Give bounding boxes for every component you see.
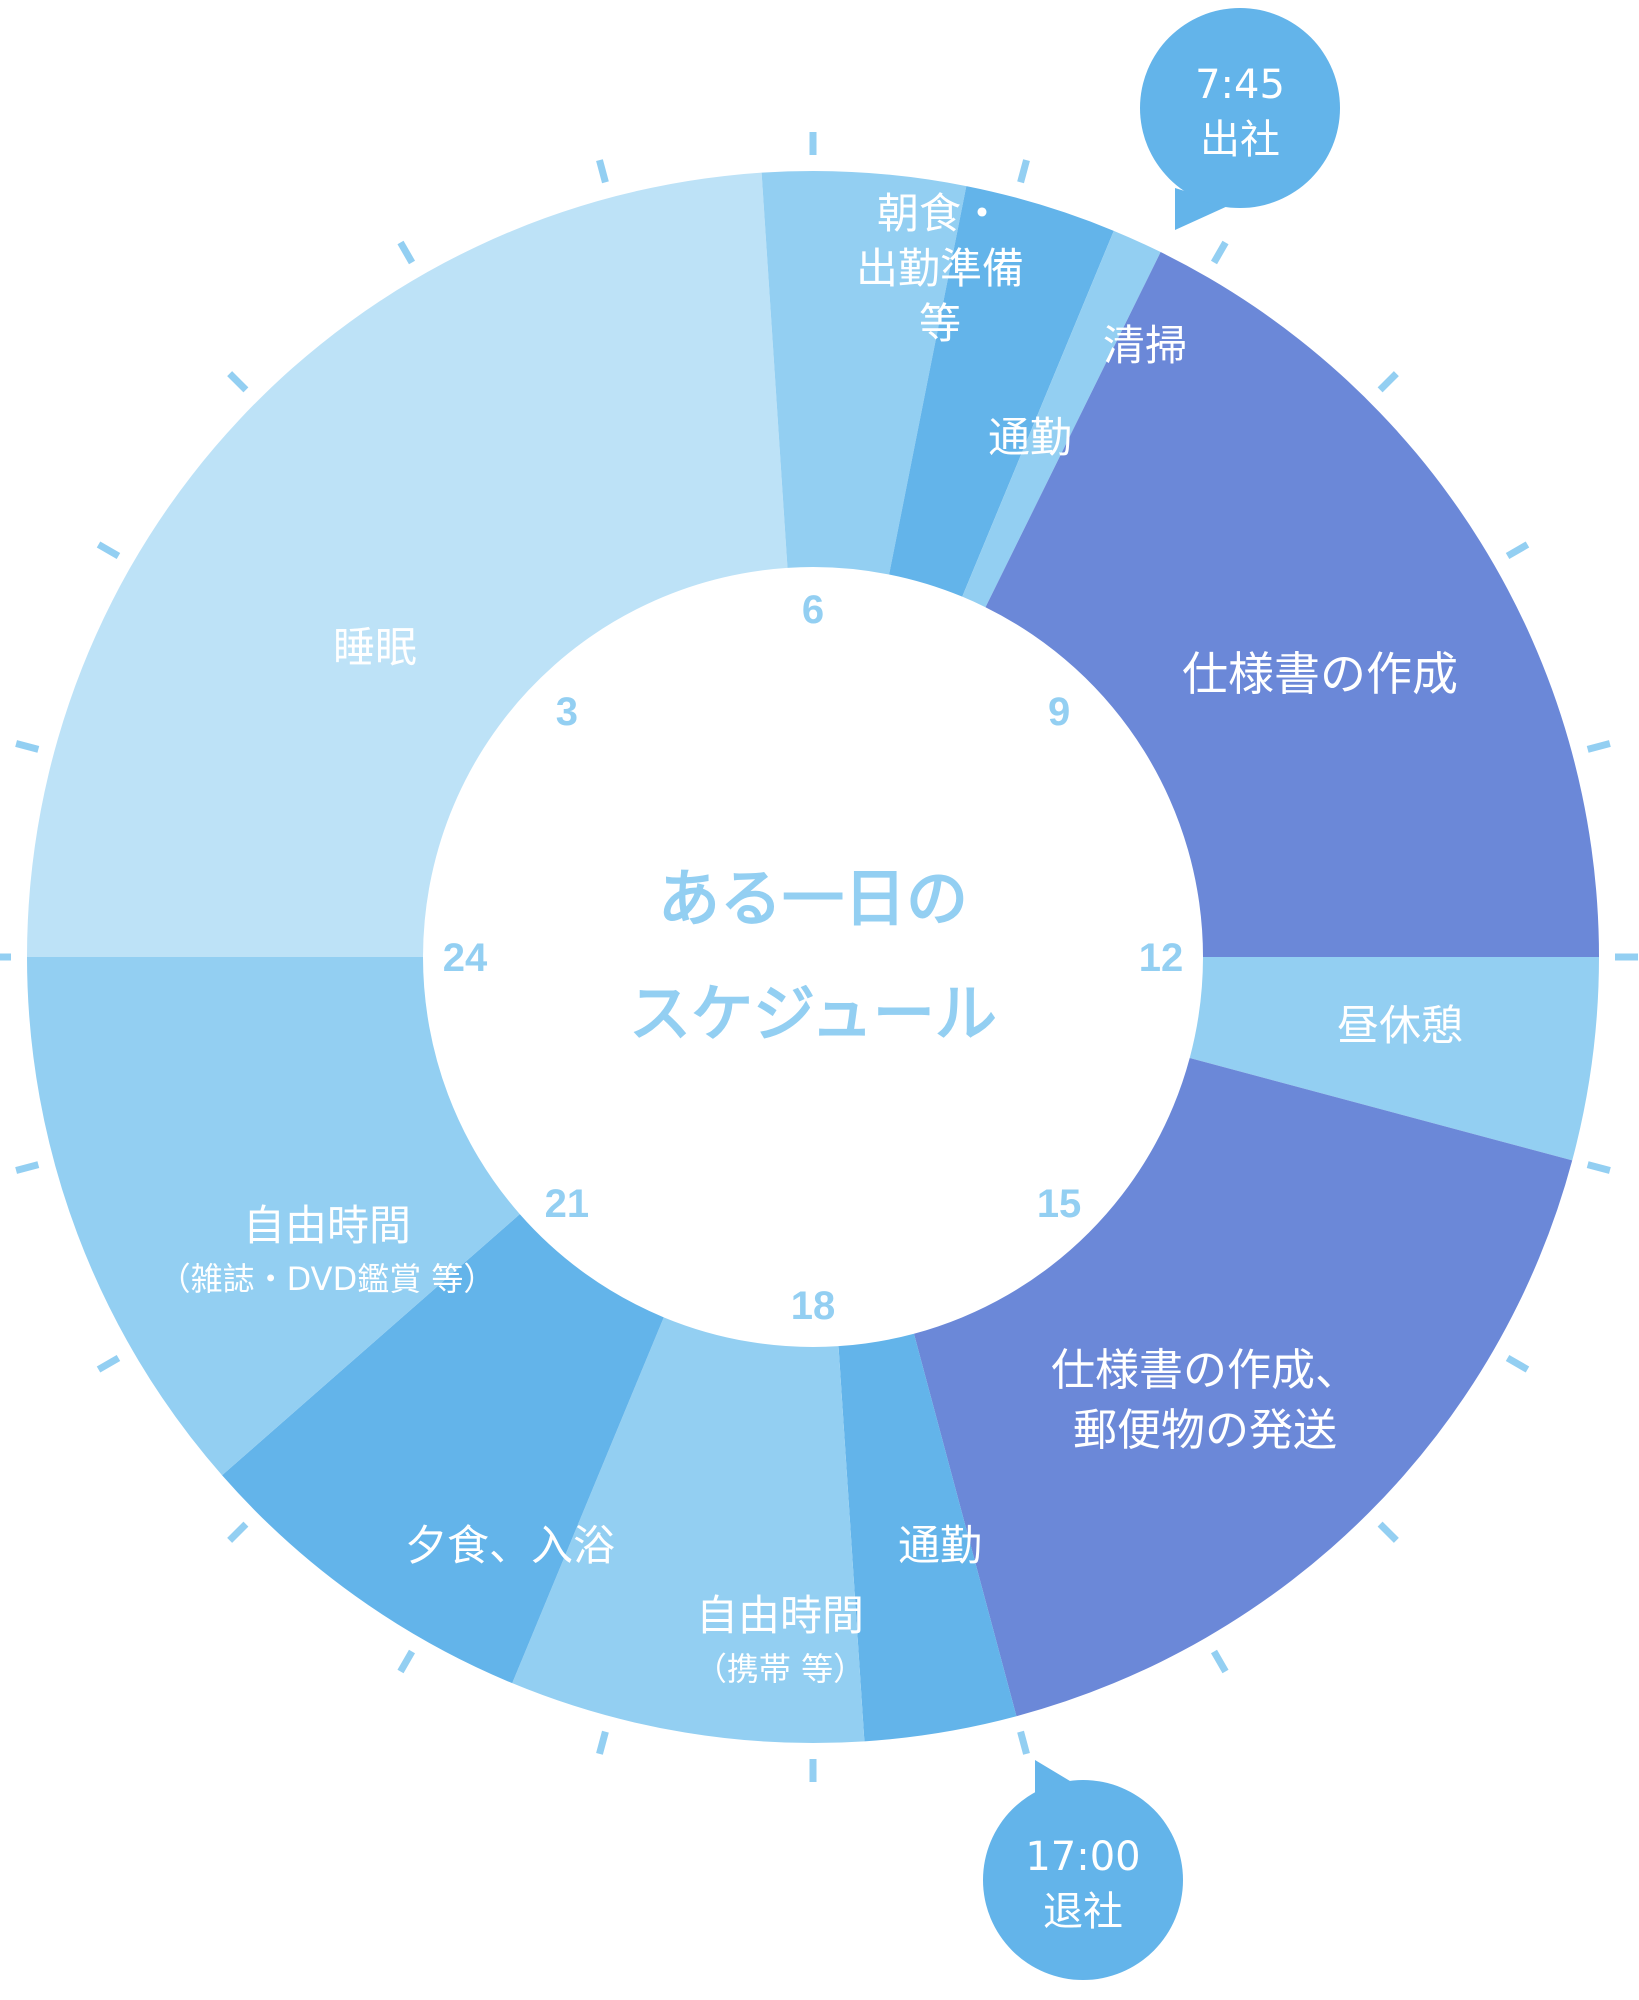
segment-spec-writing-mail — [913, 1057, 1573, 1717]
callout-time: 17:00 — [1025, 1834, 1140, 1880]
callout-bubble — [1140, 8, 1340, 208]
segment-label-free-time-phone: 自由時間 — [696, 1591, 864, 1640]
hour-tick — [227, 371, 249, 393]
center-title-line-2: スケジュール — [629, 977, 997, 1050]
segment-label-breakfast: 朝食・ — [877, 189, 1003, 238]
segment-dinner-bath — [222, 1214, 664, 1684]
callout-label: 出社 — [1200, 117, 1280, 163]
hour-tick — [1210, 240, 1229, 265]
hour-tick — [1210, 1649, 1229, 1674]
hour-label-6: 6 — [802, 588, 824, 632]
hour-label-15: 15 — [1037, 1182, 1082, 1226]
segment-commute-morning — [889, 186, 1114, 597]
hour-tick — [596, 159, 609, 184]
callout-time: 7:45 — [1195, 62, 1285, 108]
hour-tick — [1017, 1730, 1030, 1755]
hour-label-21: 21 — [545, 1182, 590, 1226]
segment-label-dinner-bath: 夕食、入浴 — [405, 1521, 615, 1570]
segment-labels-layer: 睡眠朝食・出勤準備等通勤清掃仕様書の作成昼休憩仕様書の作成、郵便物の発送通勤自由… — [159, 189, 1463, 1688]
segment-free-time-phone — [512, 1317, 865, 1743]
segment-lunch-break — [1189, 957, 1599, 1161]
segment-label-commute-evening: 通勤 — [898, 1521, 982, 1570]
callout-tail — [1175, 188, 1230, 230]
ticks-layer — [0, 132, 1638, 1782]
segment-label-cleaning: 清掃 — [1103, 321, 1187, 370]
hour-label-18: 18 — [791, 1284, 836, 1328]
hour-tick — [1505, 1354, 1530, 1373]
segment-label-sleep: 睡眠 — [333, 623, 417, 672]
hour-tick — [1377, 371, 1399, 393]
hour-tick — [96, 1354, 121, 1373]
segment-breakfast — [761, 171, 967, 575]
segment-label-spec-writing: 仕様書の作成 — [1182, 647, 1458, 701]
segment-label-spec-writing-mail: 仕様書の作成、 — [1051, 1345, 1359, 1396]
segment-spec-writing — [985, 252, 1599, 957]
hour-tick — [1505, 541, 1530, 560]
hour-label-9: 9 — [1048, 690, 1070, 734]
segment-label-spec-writing-mail: 郵便物の発送 — [1073, 1405, 1337, 1456]
hour-labels-layer: 3 6 9 12 15 18 21 24 — [443, 588, 1184, 1328]
hour-tick — [1586, 740, 1611, 753]
segment-label-breakfast: 等 — [919, 299, 961, 348]
segment-label-free-time-media: 自由時間 — [243, 1201, 411, 1250]
hour-tick — [1586, 1161, 1611, 1174]
center-title: ある一日の スケジュール — [629, 862, 997, 1050]
hour-tick — [96, 541, 121, 560]
hour-tick — [227, 1521, 249, 1543]
hour-label-12: 12 — [1139, 936, 1184, 980]
hour-tick — [15, 740, 40, 753]
callout-leave-office: 17:00 退社 — [983, 1760, 1183, 1980]
segment-free-time-media — [27, 957, 520, 1476]
callout-bubble — [983, 1780, 1183, 1980]
hour-tick — [1017, 159, 1030, 184]
segment-label-lunch-break: 昼休憩 — [1337, 1001, 1463, 1050]
segment-cleaning — [962, 230, 1161, 608]
callout-label: 退社 — [1043, 1889, 1123, 1935]
segment-label-commute-morning: 通勤 — [988, 413, 1072, 462]
segment-label-breakfast: 出勤準備 — [856, 244, 1024, 293]
hour-label-3: 3 — [556, 690, 578, 734]
callout-leave-home: 7:45 出社 — [1140, 8, 1340, 230]
center-title-line-1: ある一日の — [658, 862, 968, 935]
hour-label-24: 24 — [443, 936, 488, 980]
segments-layer — [27, 171, 1599, 1743]
callouts-layer: 7:45 出社 17:00 退社 — [983, 8, 1340, 1980]
segment-sublabel-free-time-media: （雑誌・DVD鑑賞 等） — [159, 1260, 496, 1298]
segment-sublabel-free-time-phone: （携帯 等） — [695, 1650, 865, 1688]
hour-tick — [1377, 1521, 1399, 1543]
hour-tick — [397, 240, 416, 265]
segment-sleep — [27, 172, 788, 958]
segment-commute-evening — [838, 1333, 1017, 1742]
hour-tick — [596, 1730, 609, 1755]
hour-tick — [397, 1649, 416, 1674]
hour-tick — [15, 1161, 40, 1174]
